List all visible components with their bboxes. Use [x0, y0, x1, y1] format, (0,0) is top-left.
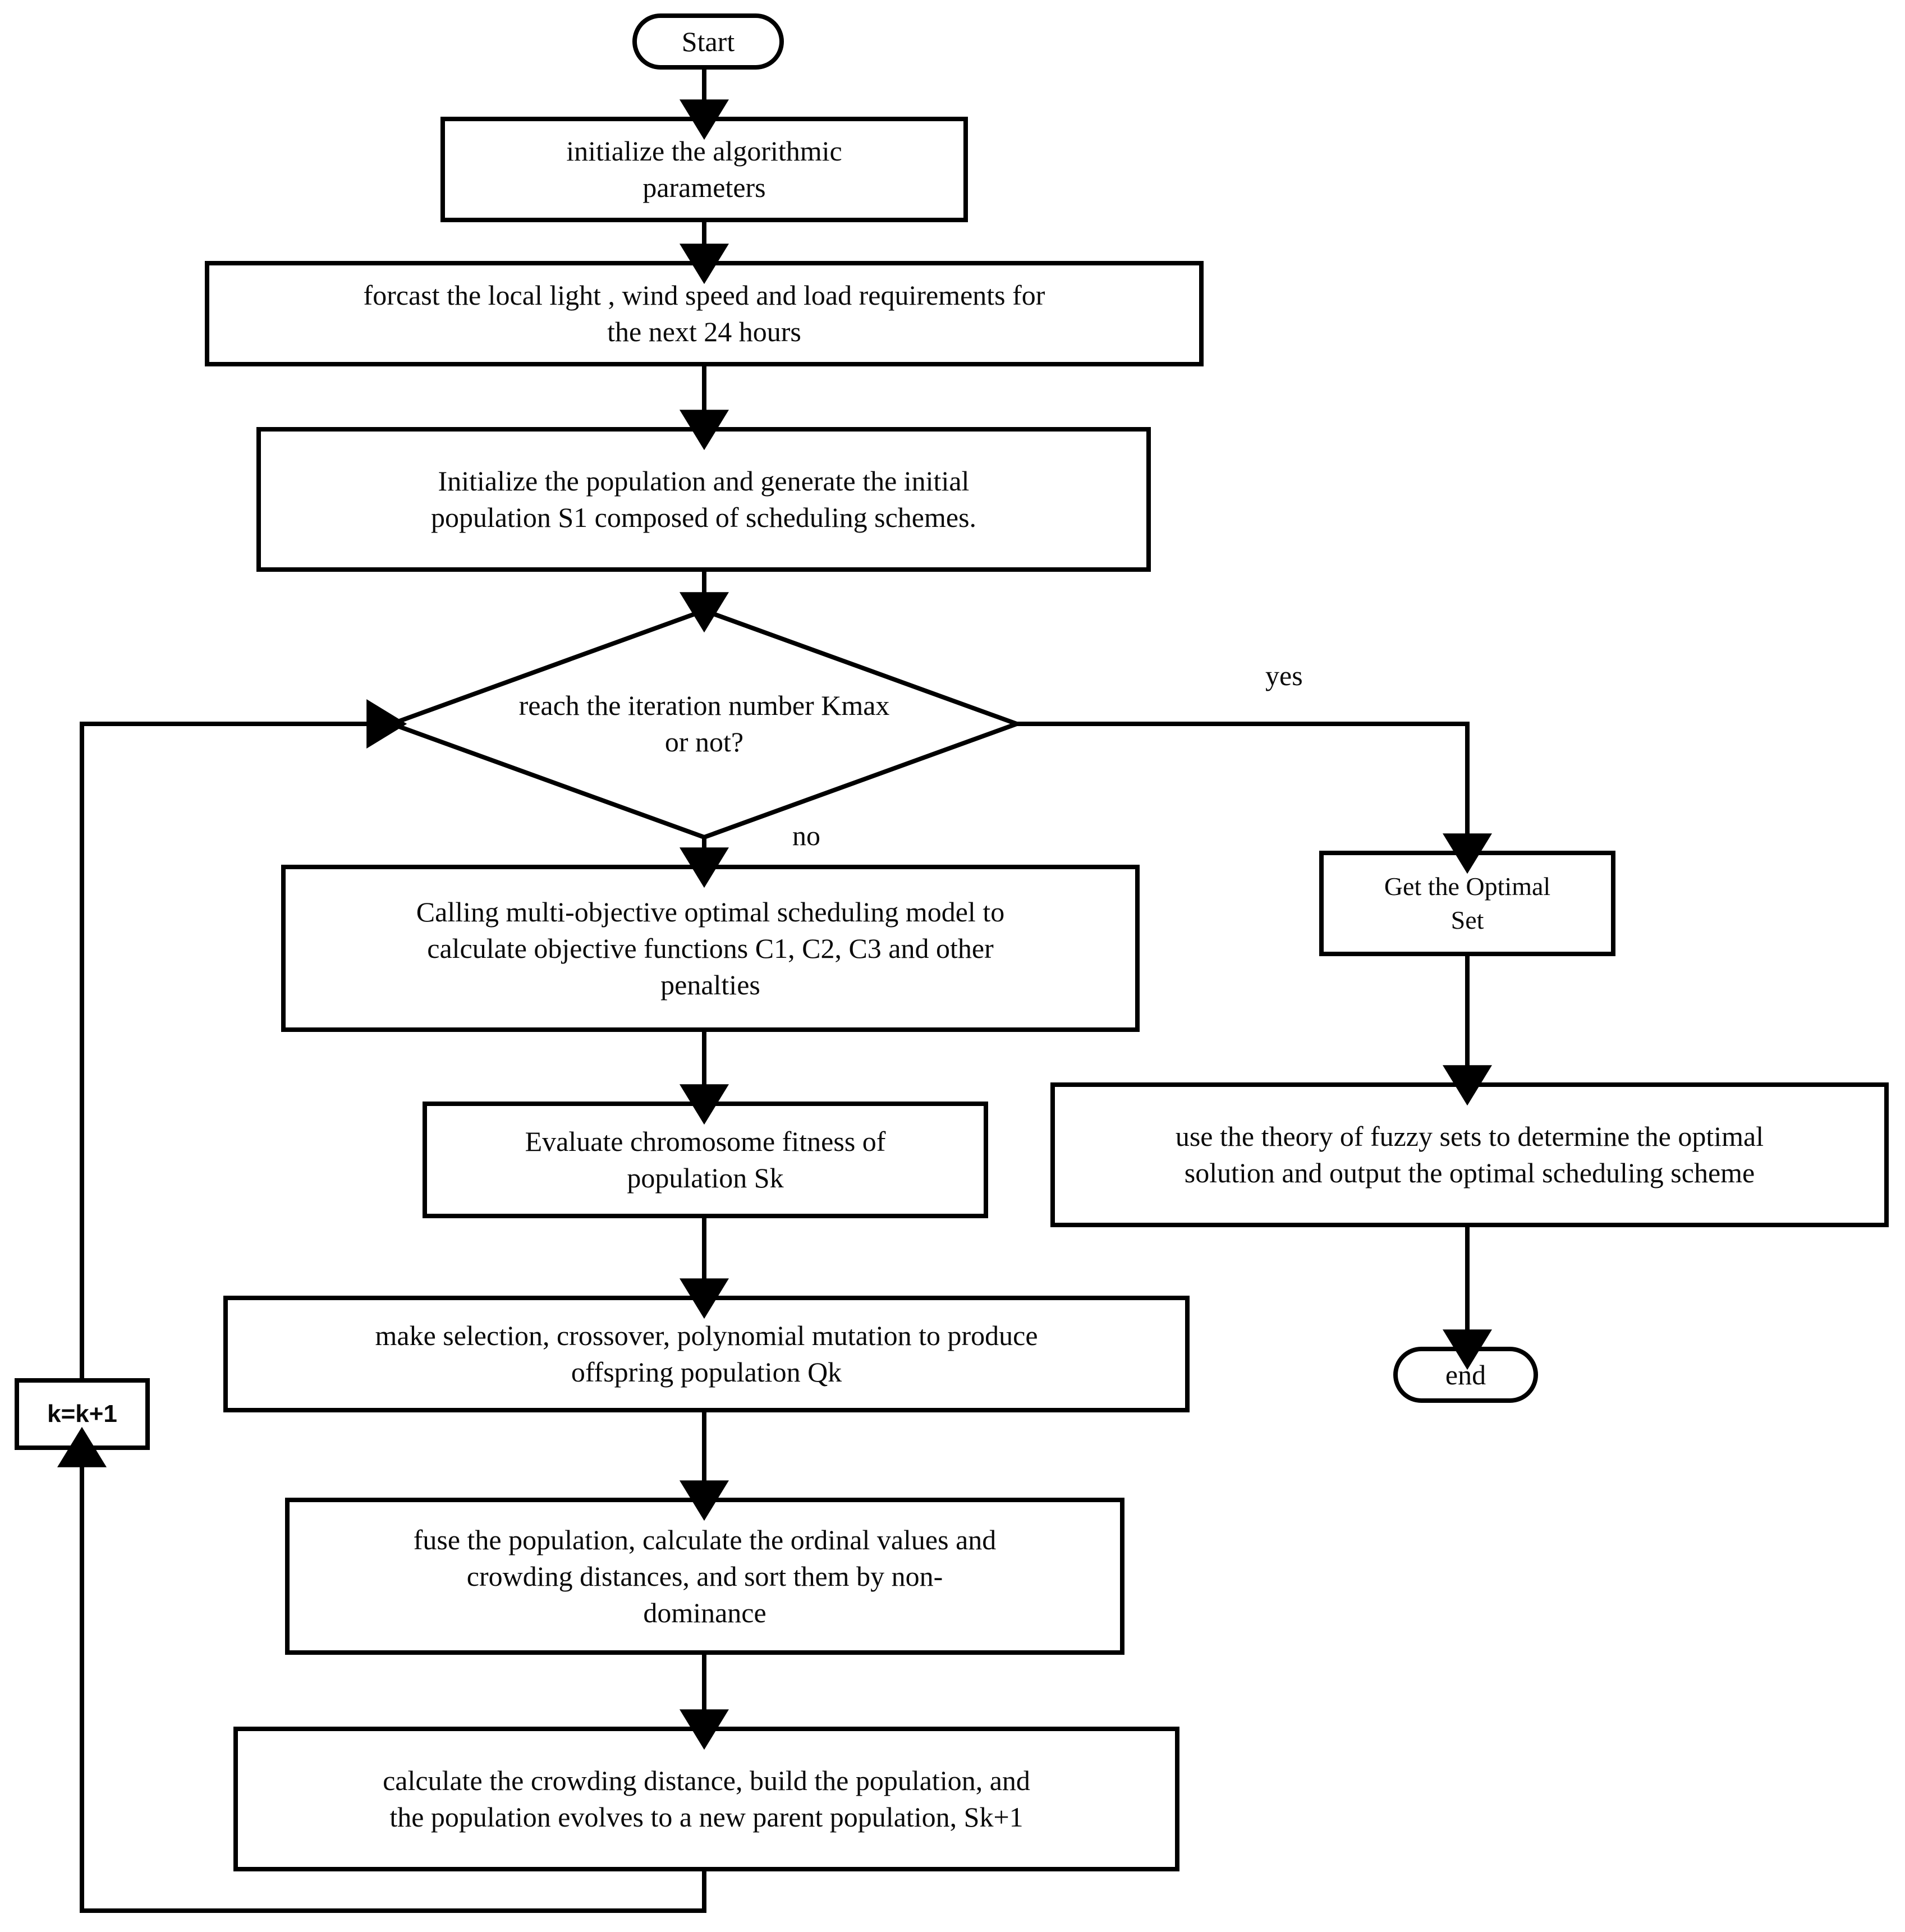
node-init-population-shape: [256, 427, 1151, 572]
node-optimal-set-shape: [1319, 851, 1615, 956]
node-end-shape: [1393, 1347, 1538, 1403]
edge-decision-yes-to-optimal-set: [1017, 722, 1492, 874]
node-start-shape: [632, 13, 784, 70]
node-decision-shape: [385, 608, 1023, 840]
node-evaluate-fitness-shape: [423, 1102, 988, 1218]
edge-feedback-loop-lower: [57, 1426, 706, 1913]
node-fuse-population-shape: [285, 1498, 1124, 1655]
node-crowding-build-shape: [233, 1727, 1179, 1871]
node-forecast-shape: [205, 261, 1204, 366]
node-counter-shape: [15, 1378, 150, 1450]
node-init-params-shape: [440, 117, 968, 222]
node-fuzzy-sets-shape: [1050, 1082, 1889, 1227]
node-calling-model-shape: [281, 865, 1140, 1032]
edge-label-yes: yes: [1265, 660, 1303, 691]
node-selection-crossover-shape: [223, 1296, 1190, 1412]
edge-label-no: no: [792, 820, 820, 851]
edge-feedback-loop-upper: [80, 699, 407, 1380]
